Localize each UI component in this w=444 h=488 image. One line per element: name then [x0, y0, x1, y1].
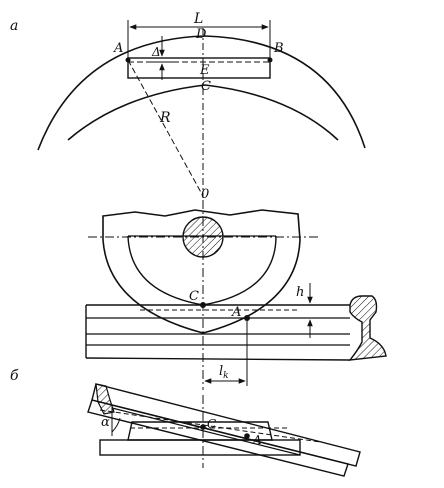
panel-a-label: а [10, 18, 18, 34]
point-B-label: B [273, 41, 284, 56]
tilt-point-C [200, 424, 206, 430]
R-label: R [159, 110, 171, 126]
delta-label: Δ [151, 45, 161, 59]
point-A-label: A [113, 41, 123, 56]
panel-b-tilted: б α C A [10, 368, 361, 477]
contact-point-A [244, 315, 250, 321]
tilted-end-hatched [95, 383, 115, 415]
inner-arc [67, 84, 339, 141]
wheel-point-C-label: C [189, 289, 199, 304]
chord-bar [127, 57, 271, 79]
alpha-label: α [101, 415, 110, 430]
panel-a-geometry: а L Δ R A B D E C 0 [10, 11, 366, 202]
wheel-on-rail: C A h lk [85, 200, 387, 390]
tilt-dashed-1 [99, 409, 321, 443]
rail-section-hatched [348, 295, 387, 361]
point-D-label: D [195, 27, 207, 42]
h-label: h [296, 285, 304, 300]
tilt-point-A [244, 433, 250, 439]
tilt-point-C-label: C [207, 417, 216, 431]
contact-point-C [200, 302, 206, 308]
radius-line [127, 59, 204, 197]
wheel-outer [102, 209, 301, 334]
panel-b-label: б [10, 368, 19, 384]
point-O-label: 0 [201, 187, 209, 202]
tilted-bar-top [91, 383, 361, 467]
lk-label-main: l [219, 364, 223, 379]
tilted-bar-bottom [87, 399, 349, 477]
point-C-label: C [201, 79, 211, 94]
outer-arc [37, 35, 366, 151]
lk-label-sub: k [223, 371, 228, 381]
rail-plate [127, 421, 273, 441]
alpha-arc [111, 417, 121, 433]
wheel-point-A-label: A [231, 305, 241, 320]
point-A-dot [125, 57, 131, 63]
point-B-dot [267, 57, 273, 63]
rail-bottom [85, 357, 351, 361]
lk-label: lk [219, 364, 229, 381]
tilt-point-A-label: A [252, 433, 262, 447]
point-E-label: E [199, 63, 210, 78]
L-label: L [193, 11, 203, 27]
tilted-inner-line [111, 407, 301, 456]
